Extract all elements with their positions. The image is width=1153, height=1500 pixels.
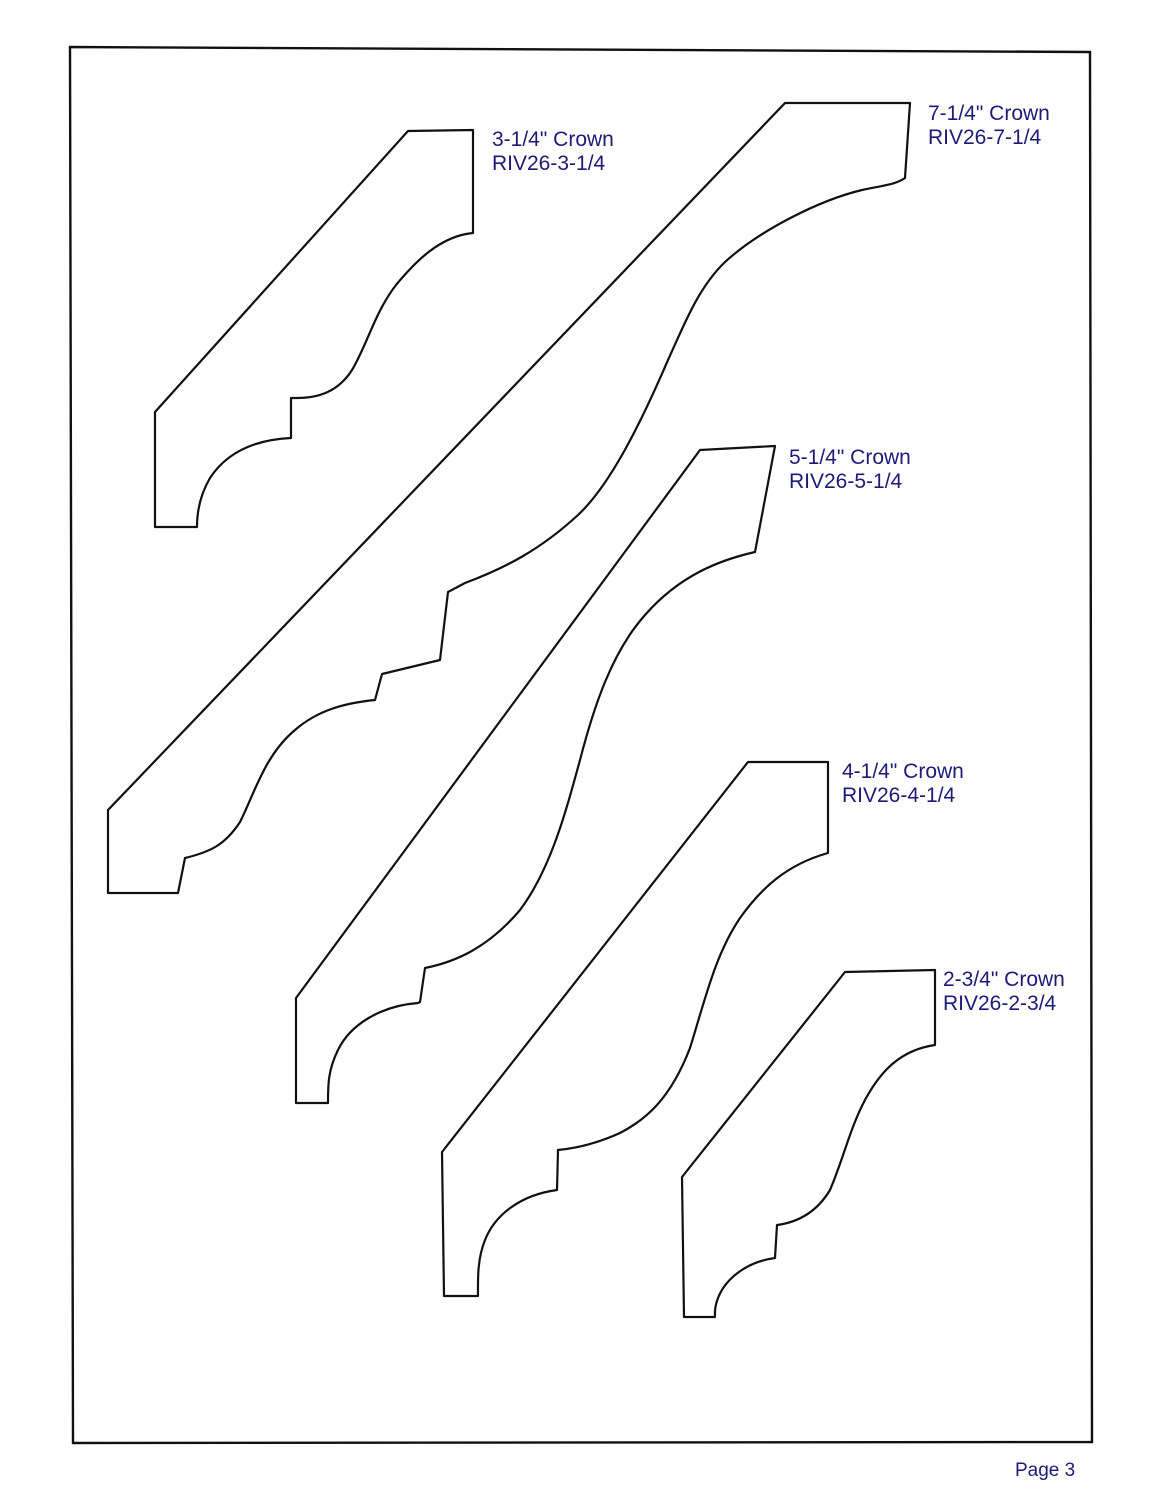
crown-profile-5-1-4 <box>294 444 777 1105</box>
profile-label-3-1-4: 3-1/4" Crown RIV26-3-1/4 <box>492 128 614 176</box>
profile-part-number: RIV26-4-1/4 <box>842 784 956 807</box>
profile-size: 3-1/4" Crown <box>492 128 614 151</box>
crown-profile-3-1-4 <box>153 128 475 529</box>
crown-profile-7-1-4 <box>106 101 912 895</box>
profile-size: 5-1/4" Crown <box>789 446 911 469</box>
crown-profile-2-3-4 <box>680 968 937 1319</box>
crown-profile-4-1-4 <box>440 760 830 1298</box>
profile-part-number: RIV26-3-1/4 <box>492 152 606 175</box>
profile-part-number: RIV26-7-1/4 <box>928 126 1042 149</box>
profile-part-number: RIV26-2-3/4 <box>943 992 1057 1015</box>
profile-part-number: RIV26-5-1/4 <box>789 470 903 493</box>
profile-label-7-1-4: 7-1/4" Crown RIV26-7-1/4 <box>928 102 1050 150</box>
profile-size: 2-3/4" Crown <box>943 968 1065 991</box>
page-frame <box>68 45 1094 1445</box>
page-number: Page 3 <box>1015 1460 1076 1481</box>
profile-size: 4-1/4" Crown <box>842 760 964 783</box>
profile-size: 7-1/4" Crown <box>928 102 1050 125</box>
profile-label-4-1-4: 4-1/4" Crown RIV26-4-1/4 <box>842 760 964 808</box>
profile-label-5-1-4: 5-1/4" Crown RIV26-5-1/4 <box>789 446 911 494</box>
profile-label-2-3-4: 2-3/4" Crown RIV26-2-3/4 <box>943 968 1065 1016</box>
